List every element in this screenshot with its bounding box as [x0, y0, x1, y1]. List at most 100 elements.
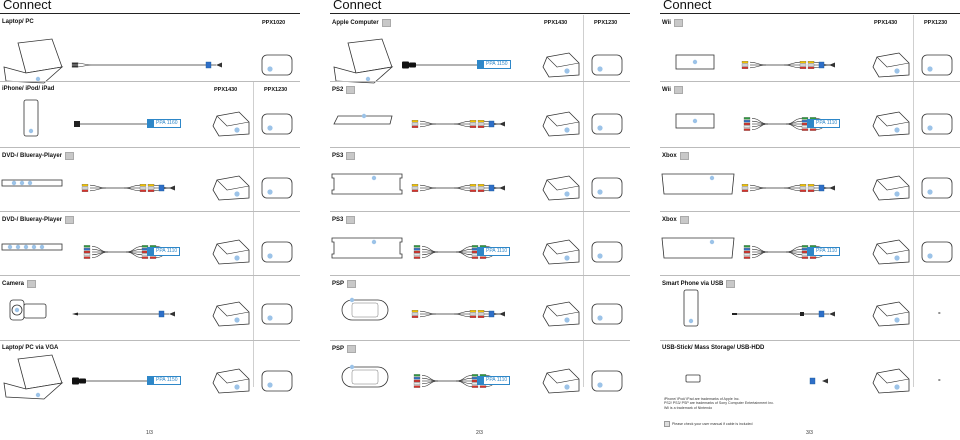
component-plugs [141, 245, 149, 259]
xbox-device-icon [661, 237, 735, 259]
column-divider [253, 341, 254, 387]
section-divider [0, 275, 300, 276]
connection-diagram [3, 354, 293, 400]
device-label: iPhone/ iPod/ iPad [2, 86, 54, 92]
component-plugs [743, 117, 751, 131]
connection-diagram [661, 173, 953, 201]
device-label: PS3 [332, 152, 356, 160]
vga-plug-icon [409, 62, 416, 68]
title-rule [660, 13, 960, 14]
adapter-tag-text: PPA 1110 [486, 248, 508, 254]
section-divider [0, 81, 300, 82]
cable-note: Please check your user manual if cable i… [664, 421, 753, 427]
rca-plugs [411, 310, 419, 318]
connection-diagram [661, 237, 953, 265]
psp-device-icon [341, 297, 389, 321]
projector-icon [921, 54, 953, 76]
rca-plugs [139, 184, 147, 192]
info-icon [381, 19, 391, 27]
rca-plugs [81, 184, 89, 192]
column-divider [913, 15, 914, 82]
projector-icon [212, 175, 250, 201]
adapter-icon [808, 248, 814, 255]
projector-connector [488, 310, 495, 318]
connection-diagram [333, 111, 623, 137]
rca-plugs [799, 61, 807, 69]
rca-plugs [477, 120, 485, 128]
connection-diagram [675, 52, 953, 78]
dvd5-device-icon [1, 243, 63, 251]
adapter-tag: PPA 1150 [147, 376, 181, 385]
arrow-icon [829, 311, 835, 317]
projector-icon [212, 239, 250, 265]
component-plugs [413, 245, 421, 259]
column-divider [253, 212, 254, 276]
column-divider [583, 148, 584, 212]
section-divider [0, 211, 300, 212]
section-divider [330, 275, 630, 276]
projector-connector [818, 61, 825, 69]
connection-diagram [341, 364, 623, 394]
section-divider [330, 211, 630, 212]
stick-device-icon [685, 374, 701, 383]
rca-plugs [411, 184, 419, 192]
rca-plugs [469, 184, 477, 192]
connection-section: Smart Phone via USB - [660, 276, 960, 341]
xbox-device-icon [661, 173, 735, 195]
model-column-header: PPX1230 [594, 20, 618, 26]
info-icon [679, 216, 689, 224]
device-label: Xbox [662, 152, 689, 160]
page-title: Connect [3, 0, 52, 12]
camera-device-icon [9, 299, 47, 321]
column-divider [253, 82, 254, 148]
component-plugs [83, 245, 91, 259]
info-icon [65, 216, 75, 224]
arrow-icon [499, 185, 505, 191]
adapter-tag: PPA 1160 [147, 119, 181, 128]
model-column-header: PPX1230 [264, 87, 288, 93]
connection-section: PS3 [330, 148, 630, 212]
device-label: USB-Stick/ Mass Storage/ USB-HDD [662, 345, 764, 351]
component-plugs [743, 245, 751, 259]
section-divider [660, 275, 960, 276]
device-label: DVD-/ Blueray-Player [2, 216, 75, 224]
page-title: Connect [663, 0, 712, 12]
projector-icon [872, 301, 910, 327]
rca-plugs [147, 184, 155, 192]
projector-icon [542, 368, 580, 394]
rca-plugs [741, 184, 749, 192]
footnotes: iPhone/ iPod/ iPad are trademarks of App… [664, 397, 774, 410]
projector-connector [488, 184, 495, 192]
connection-section: Xbox [660, 148, 960, 212]
adapter-tag: PPA 1110 [147, 247, 181, 256]
connection-diagram [341, 297, 623, 327]
projector-connector [158, 184, 165, 192]
column-divider [913, 341, 914, 387]
adapter-icon [478, 248, 484, 255]
projector-connector [205, 61, 212, 69]
component-plugs [413, 374, 421, 388]
column-divider [583, 82, 584, 148]
section-divider [330, 340, 630, 341]
device-label-text: PS2 [332, 87, 344, 93]
model-column-header: PPX1430 [214, 87, 238, 93]
connection-section: DVD-/ Blueray-Player [0, 148, 300, 212]
vga-plug-icon [402, 61, 409, 69]
not-supported-dash: - [938, 308, 941, 317]
device-label: DVD-/ Blueray-Player [2, 152, 75, 160]
arrow-icon [169, 185, 175, 191]
model-column-header: PPX1430 [544, 20, 568, 26]
connection-diagram [331, 173, 623, 201]
wii-device-icon [675, 54, 715, 70]
page-3: iPhone/ iPod/ iPad are trademarks of App… [660, 0, 960, 440]
plug-icon [732, 313, 737, 315]
device-label: Smart Phone via USB [662, 280, 736, 288]
column-divider [583, 276, 584, 341]
footnote: PS2/ PS3/ PSP are trademarks of Sony Com… [664, 401, 774, 406]
